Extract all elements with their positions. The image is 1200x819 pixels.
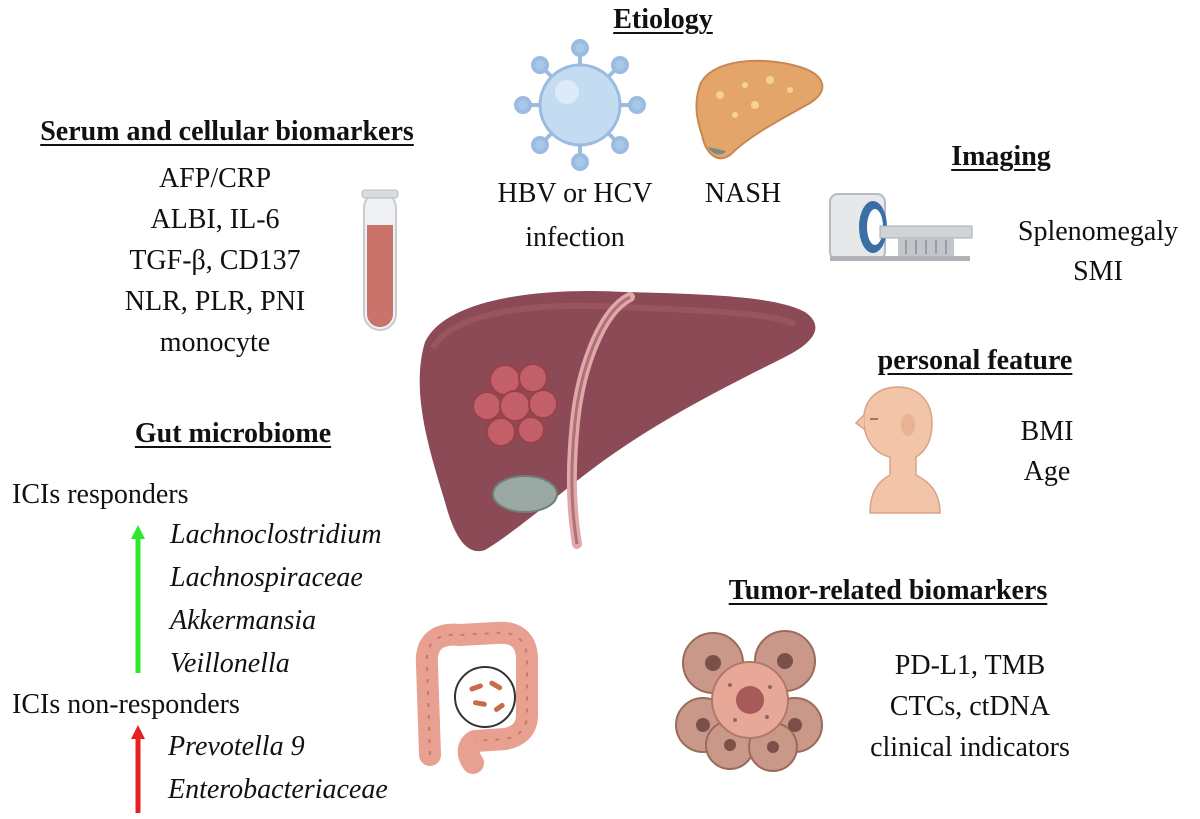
nonresponder-taxon: Prevotella 9 xyxy=(168,731,305,762)
blood-tube-icon xyxy=(361,189,399,331)
green-up-arrow xyxy=(131,525,145,673)
serum-list: AFP/CRP ALBI, IL-6 TGF-β, CD137 NLR, PLR… xyxy=(95,158,335,363)
tumor-cells-icon xyxy=(675,630,823,772)
personal-item: BMI xyxy=(1020,416,1074,447)
virus-label-line2: infection xyxy=(525,222,625,253)
serum-item: TGF-β, CD137 xyxy=(129,245,301,276)
personal-item: Age xyxy=(1023,456,1071,487)
responder-taxon: Veillonella xyxy=(170,648,290,679)
tumor-item: clinical indicators xyxy=(870,732,1070,763)
colon-icon xyxy=(415,621,538,774)
nonresponder-taxon: Enterobacteriaceae xyxy=(168,774,388,805)
nonresponders-label: ICIs non-responders xyxy=(12,689,240,720)
mri-scanner-icon xyxy=(829,193,973,261)
serum-item: AFP/CRP xyxy=(158,163,272,194)
tumor-item: CTCs, ctDNA xyxy=(889,691,1051,722)
serum-item: ALBI, IL-6 xyxy=(150,204,280,235)
serum-item: monocyte xyxy=(159,327,271,358)
imaging-item: SMI xyxy=(1073,256,1123,287)
imaging-heading: Imaging xyxy=(951,141,1051,172)
tumor-heading: Tumor-related biomarkers xyxy=(728,575,1048,606)
serum-heading: Serum and cellular biomarkers xyxy=(40,116,414,147)
human-head-icon xyxy=(854,386,941,514)
tumor-item: PD-L1, TMB xyxy=(894,650,1046,681)
virus-label-line1: HBV or HCV xyxy=(497,178,653,209)
responder-taxon: Lachnoclostridium xyxy=(170,519,382,550)
responders-label: ICIs responders xyxy=(12,479,189,510)
responder-taxon: Lachnospiraceae xyxy=(170,562,363,593)
serum-item: NLR, PLR, PNI xyxy=(124,286,306,317)
gut-heading: Gut microbiome xyxy=(134,418,332,449)
nash-label: NASH xyxy=(704,178,782,209)
liver-icon xyxy=(419,290,816,552)
etiology-heading: Etiology xyxy=(613,4,713,35)
red-up-arrow xyxy=(131,725,145,813)
fatty-liver-icon xyxy=(695,59,824,160)
personal-heading: personal feature xyxy=(877,345,1073,376)
virus-icon xyxy=(514,39,646,171)
responder-taxon: Akkermansia xyxy=(170,605,317,636)
imaging-item: Splenomegaly xyxy=(1017,216,1179,247)
tumor-list: PD-L1, TMB CTCs, ctDNA clinical indicato… xyxy=(845,645,1095,768)
